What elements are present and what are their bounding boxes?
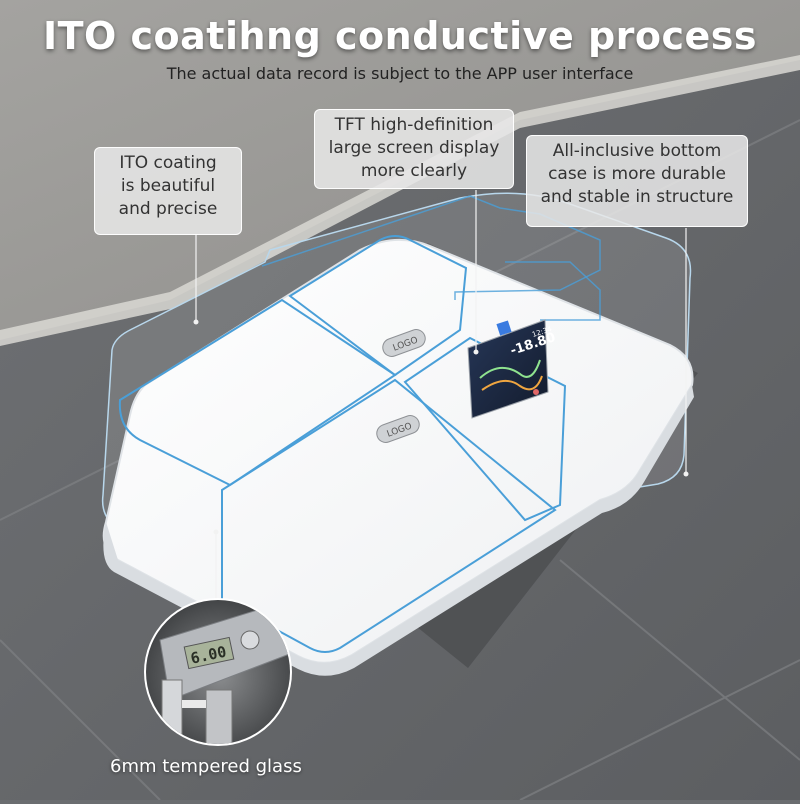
callout-tft-line-1: TFT high-definition <box>334 115 494 135</box>
callout-case-line-2: case is more durable <box>548 164 726 184</box>
callout-ito-line-3: and precise <box>118 199 218 219</box>
tempered-glass-caption: 6mm tempered glass <box>110 756 302 777</box>
callout-ito-line-2: is beautiful <box>120 176 216 196</box>
tft-screen: -18.80 12:34 <box>467 319 557 419</box>
callout-tft-display: TFT high-definition large screen display… <box>314 109 514 189</box>
callout-tft-line-3: more clearly <box>360 161 468 181</box>
display-frame-outline <box>261 195 601 300</box>
caliper-magnifier: 6.00 <box>144 598 292 746</box>
logo-badge-bottom: LOGO <box>376 415 420 443</box>
callout-ito-line-1: ITO coating <box>119 153 217 173</box>
callout-ito-coating: ITO coating is beautiful and precise <box>94 147 242 235</box>
callout-leader-lines <box>195 190 687 606</box>
carpet-edge <box>0 55 800 346</box>
callout-tft-line-2: large screen display <box>328 138 500 158</box>
page-subtitle: The actual data record is subject to the… <box>166 64 634 83</box>
logo-badge-top: LOGO <box>382 329 426 357</box>
page-title: ITO coatihng conductive process <box>42 14 758 58</box>
callout-case-line-1: All-inclusive bottom <box>552 141 722 161</box>
screen-panel-outline <box>505 261 601 321</box>
callout-case-line-3: and stable in structure <box>540 187 734 207</box>
ito-coating-lines <box>118 235 567 653</box>
callout-dots <box>193 319 689 535</box>
callout-bottom-case: All-inclusive bottom case is more durabl… <box>526 135 748 227</box>
